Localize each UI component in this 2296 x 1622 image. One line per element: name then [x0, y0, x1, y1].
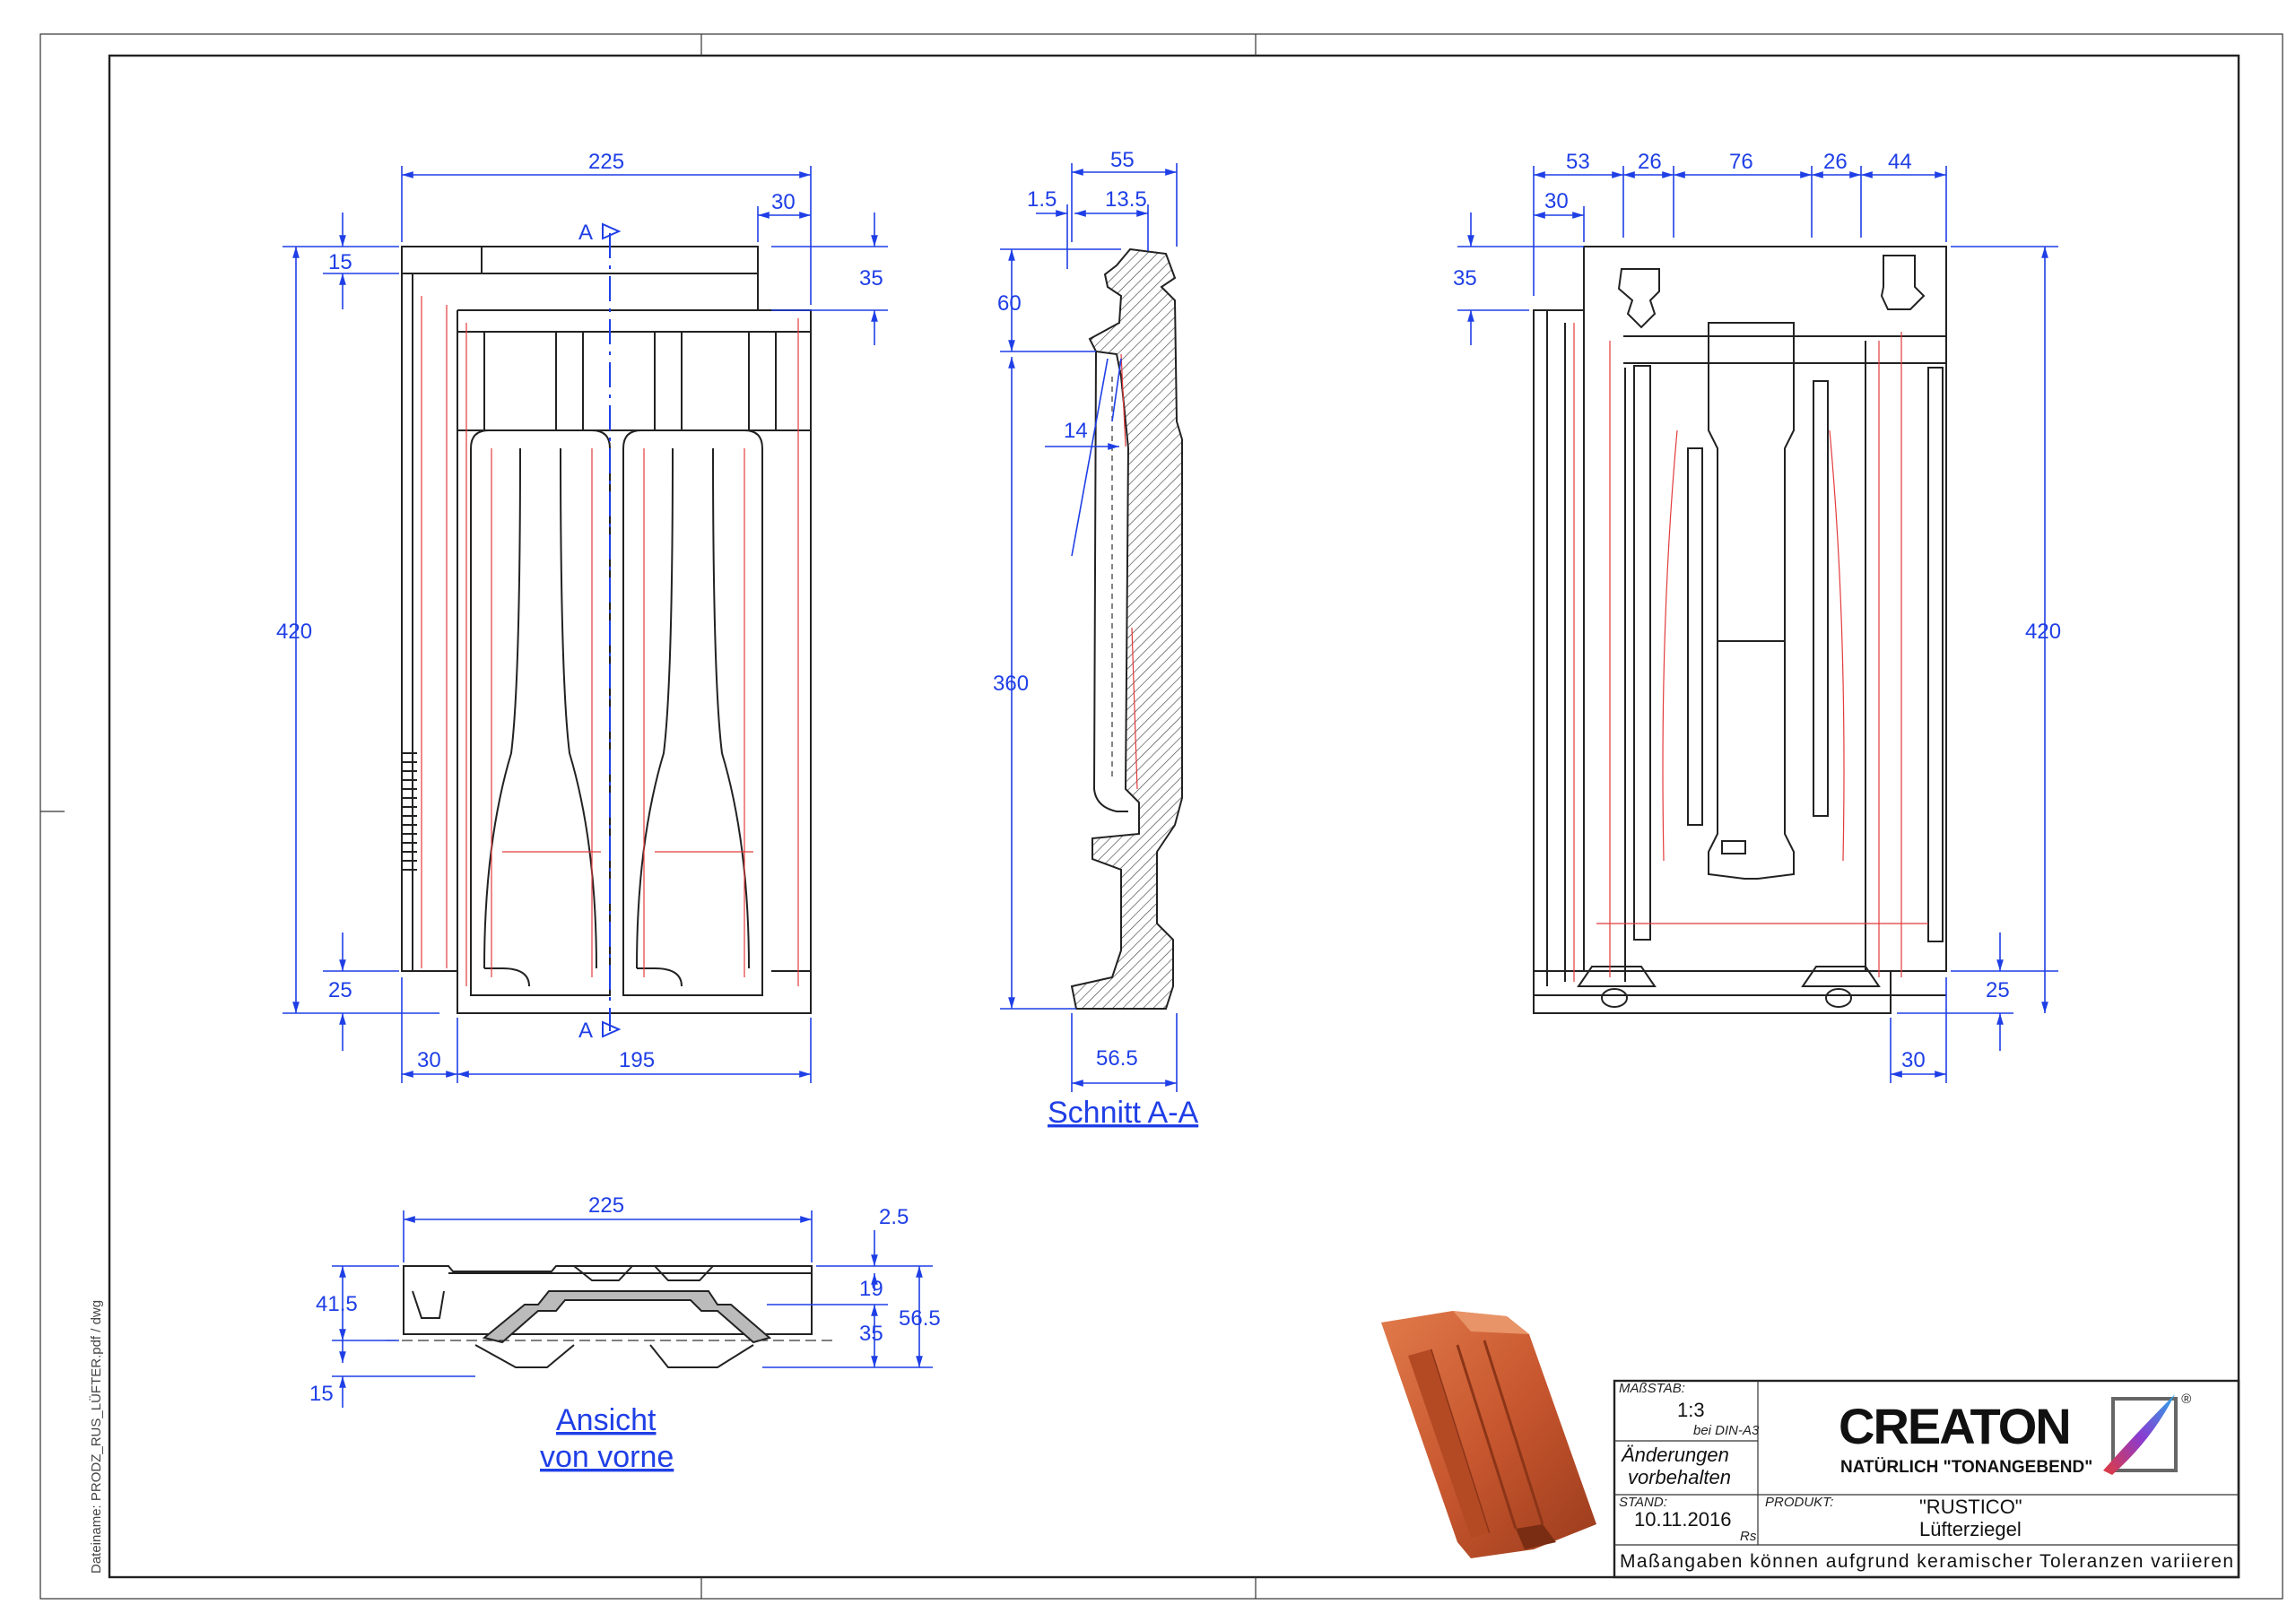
section-marker-bottom: A — [578, 1019, 593, 1043]
elevation-dim-19: 19 — [859, 1277, 883, 1301]
scale-value: 1:3 — [1677, 1399, 1705, 1421]
product-type: Lüfterziegel — [1919, 1518, 2022, 1540]
registered-mark: ® — [2181, 1392, 2192, 1407]
changes-line1: Änderungen — [1621, 1444, 1729, 1466]
section-dim-1-5: 1.5 — [1027, 187, 1057, 212]
front-view-hidden-lines — [421, 296, 799, 986]
product-tile-image — [1381, 1311, 1596, 1558]
back-dim-26b: 26 — [1823, 150, 1848, 174]
back-dim-left-top: 35 — [1453, 266, 1477, 291]
front-dim-width-total: 225 — [588, 150, 624, 174]
elevation-dim-width: 225 — [588, 1193, 624, 1218]
brand-swoosh-icon — [2103, 1394, 2178, 1475]
elevation-view: 225 2.5 19 35 56.5 41.5 15 Ansicht von v… — [309, 1193, 941, 1474]
front-dim-bottom-left: 30 — [417, 1048, 441, 1072]
stand-label: STAND: — [1619, 1495, 1667, 1510]
section-line-a-a: A A — [578, 221, 622, 1043]
back-dim-44: 44 — [1888, 150, 1912, 174]
scale-label: MAßSTAB: — [1619, 1381, 1685, 1396]
stand-value: 10.11.2016 — [1634, 1508, 1731, 1531]
elevation-profile — [386, 1265, 834, 1368]
elevation-dim-41-5: 41.5 — [316, 1292, 358, 1316]
section-dim-left-main: 360 — [993, 672, 1029, 696]
section-dimensions: 55 1.5 13.5 60 14 360 56.5 — [993, 148, 1178, 1092]
section-profile — [1070, 247, 1183, 1010]
front-view-texture — [402, 752, 417, 871]
product-label: PRODUKT: — [1765, 1495, 1833, 1510]
section-dim-bottom: 56.5 — [1096, 1046, 1138, 1071]
back-view-outline — [1533, 246, 1947, 1014]
section-view: 55 1.5 13.5 60 14 360 56.5 Schnitt A-A — [993, 148, 1199, 1130]
changes-line2: vorbehalten — [1628, 1466, 1731, 1488]
side-filename: Dateiname: PRODZ_RUS_LÜFTER.pdf / dwg — [88, 1300, 104, 1574]
elevation-dim-56-5: 56.5 — [899, 1306, 941, 1331]
front-view-outline — [401, 246, 812, 1014]
front-dim-left-top: 15 — [328, 250, 352, 274]
elevation-dim-2-5: 2.5 — [879, 1205, 909, 1229]
elevation-dimensions: 225 2.5 19 35 56.5 41.5 15 — [309, 1193, 941, 1408]
back-dim-26a: 26 — [1638, 150, 1662, 174]
front-view-dimensions: 225 30 15 35 420 25 30 195 — [276, 150, 888, 1083]
product-name: "RUSTICO" — [1919, 1496, 2022, 1518]
title-block: MAßSTAB: 1:3 bei DIN-A3 Änderungen vorbe… — [1613, 1379, 2240, 1579]
front-dim-top-right: 30 — [771, 190, 796, 214]
sheet-frame — [39, 33, 2283, 1600]
front-dim-right-top: 35 — [859, 266, 883, 291]
back-view-hidden-lines — [1573, 323, 1928, 982]
stand-initials: Rs — [1740, 1529, 1757, 1544]
back-dim-height: 420 — [2025, 620, 2061, 644]
section-dim-rib: 14 — [1064, 419, 1088, 443]
scale-sub: bei DIN-A3 — [1693, 1423, 1760, 1438]
elevation-dim-35: 35 — [859, 1322, 883, 1346]
elevation-caption-line2: von vorne — [540, 1440, 674, 1474]
brand-logo-text: CREATON — [1839, 1398, 2070, 1454]
front-dim-bottom-main: 195 — [619, 1048, 655, 1072]
back-view-dimensions: 53 26 76 26 44 30 35 420 25 30 — [1453, 150, 2061, 1083]
section-dim-left-upper: 60 — [997, 291, 1022, 316]
elevation-caption-line1: Ansicht — [556, 1403, 657, 1437]
front-dim-left-bottom: 25 — [328, 978, 352, 1002]
section-caption: Schnitt A-A — [1048, 1096, 1199, 1130]
tolerance-note: Maßangaben können aufgrund keramischer T… — [1620, 1551, 2233, 1572]
back-dim-30-top: 30 — [1544, 189, 1569, 213]
brand-slogan: NATÜRLICH "TONANGEBEND" — [1840, 1458, 2092, 1477]
back-dim-right-bottom: 25 — [1986, 978, 2010, 1002]
section-dim-top: 55 — [1110, 148, 1135, 172]
back-dim-53: 53 — [1566, 150, 1590, 174]
section-marker-top: A — [578, 221, 593, 245]
section-dim-13-5: 13.5 — [1105, 187, 1147, 212]
back-dim-76: 76 — [1729, 150, 1753, 174]
front-dim-height: 420 — [276, 620, 312, 644]
back-dim-bottom-right: 30 — [1901, 1048, 1926, 1072]
elevation-dim-15: 15 — [309, 1382, 334, 1406]
front-view: A A 225 30 15 35 420 25 — [276, 150, 888, 1083]
back-view: 53 26 76 26 44 30 35 420 25 30 — [1453, 150, 2061, 1083]
